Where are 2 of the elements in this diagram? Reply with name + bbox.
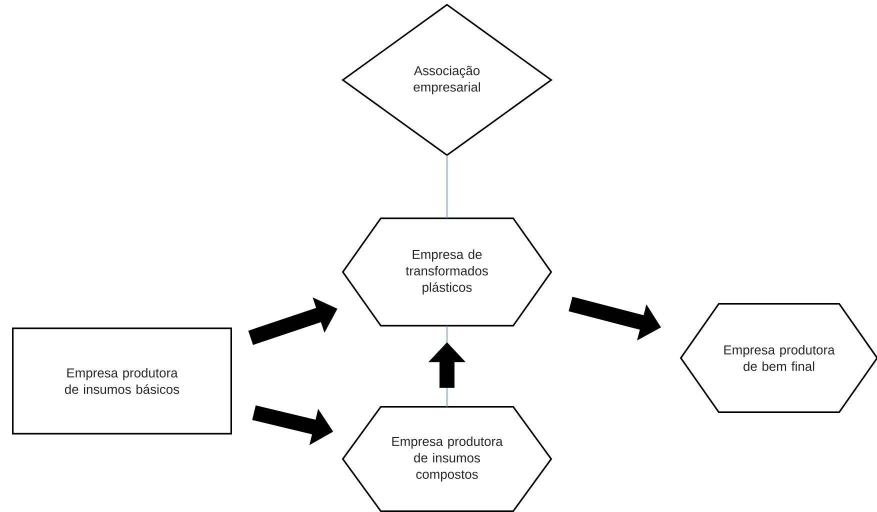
process-box: Empresa produtora de insumos básicos (12, 327, 232, 434)
connector-line (446, 154, 448, 219)
